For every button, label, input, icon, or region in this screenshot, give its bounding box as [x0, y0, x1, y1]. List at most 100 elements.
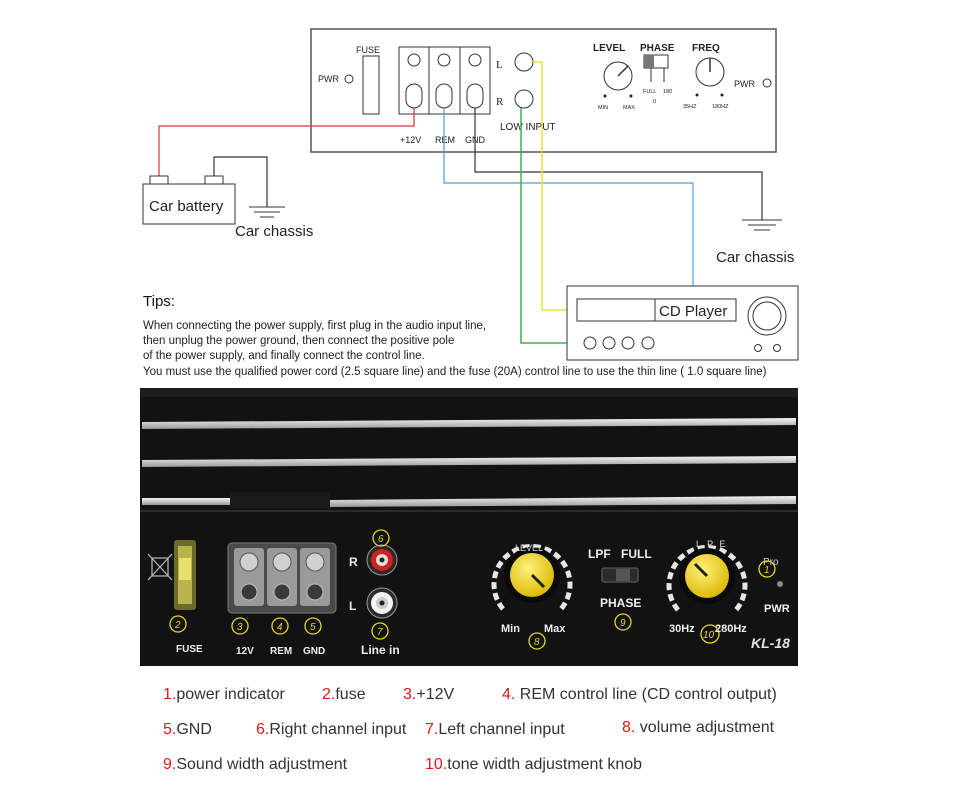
legend-text: fuse	[335, 686, 366, 703]
legend-item-4: 4. REM control line (CD control output)	[502, 686, 777, 704]
legend-text: REM control line (CD control output)	[515, 686, 777, 703]
power-wire	[158, 108, 415, 183]
heatsink-fin	[142, 498, 230, 505]
amp-r-label: R	[496, 96, 504, 108]
legend-number: 1.	[163, 686, 177, 703]
tips-line: of the power supply, and finally connect…	[143, 350, 425, 362]
callout-marker-2: 2	[169, 615, 187, 633]
legend-text: +12V	[416, 686, 455, 703]
heatsink-fin	[142, 456, 796, 467]
callout-marker-5: 5	[304, 617, 322, 635]
cd-small-button-icon	[754, 344, 762, 352]
amp-180-label: 180	[663, 89, 672, 95]
amp-35hz-label: 35HZ	[683, 104, 697, 110]
amp-pwr-right-label: PWR	[734, 79, 755, 89]
level-knob-icon	[603, 61, 633, 91]
legend-item-1: 1.power indicator	[163, 686, 285, 704]
legend-number: 7.	[425, 721, 439, 738]
battery-terminal-icon	[204, 175, 224, 185]
svg-text:3: 3	[237, 622, 243, 633]
legend-item-8: 8. volume adjustment	[622, 719, 774, 737]
legend-item-5: 5.GND	[163, 721, 212, 739]
panel-model-label: KL-18	[751, 635, 790, 651]
battery-terminal-icon	[149, 175, 169, 185]
tips-line: You must use the qualified power cord (2…	[143, 366, 767, 378]
panel-lpf-label: LPF	[588, 547, 611, 561]
left-signal-wire	[533, 61, 568, 311]
amp-pwr-left-label: PWR	[318, 74, 339, 84]
panel-lpe-label: L P E	[696, 539, 728, 549]
legend-item-7: 7.Left channel input	[425, 721, 565, 739]
power-led-icon	[777, 581, 783, 587]
legend-item-2: 2.fuse	[322, 686, 366, 704]
panel-gnd-label: GND	[303, 646, 325, 657]
car-chassis-right-label: Car chassis	[716, 249, 794, 266]
amp-180hz-label: 180HZ	[712, 104, 729, 110]
panel-max-label: Max	[544, 623, 566, 635]
heatsink-fin	[330, 496, 796, 507]
callout-marker-9: 9	[614, 613, 632, 631]
cd-player-label: CD Player	[659, 303, 727, 320]
svg-text:6: 6	[378, 534, 384, 545]
panel-pwr-label: PWR	[764, 603, 790, 615]
amp-max-label: MAX	[623, 105, 635, 111]
panel-r-label: R	[349, 555, 358, 569]
panel-12v-label: 12V	[236, 646, 254, 657]
wiring-diagram: PWR FUSE +12V REM GND L R LOW INPUT LEVE…	[142, 28, 799, 361]
panel-fuse-label: FUSE	[176, 644, 203, 655]
freq-knob-icon	[666, 544, 748, 612]
ground-symbol-icon	[249, 206, 285, 218]
cd-button-icon	[602, 336, 616, 350]
amp-level-label: LEVEL	[593, 43, 625, 54]
panel-280hz-label: 280Hz	[715, 623, 747, 635]
terminal-screw-icon	[407, 53, 421, 67]
cd-small-button-icon	[773, 344, 781, 352]
pwr-led-icon	[344, 74, 354, 84]
amp-0-label: 0	[653, 99, 656, 105]
amp-min-label: MIN	[598, 105, 608, 111]
amplifier-panel: R L LEVEL Min Max LPF FULL PHASE L P E 3…	[140, 388, 798, 666]
legend-number: 6.	[256, 721, 270, 738]
rca-left-jack-icon	[366, 587, 398, 619]
right-signal-wire	[520, 108, 568, 344]
amp-l-label: L	[496, 59, 503, 71]
legend-number: 9.	[163, 756, 177, 773]
amp-low-input-label: LOW INPUT	[500, 122, 556, 133]
amp-rem-label: REM	[435, 135, 455, 145]
callout-marker-10: 10	[700, 624, 720, 644]
amplifier-box	[310, 28, 777, 153]
weee-bin-icon	[147, 553, 173, 581]
cd-volume-knob-icon	[747, 296, 787, 336]
svg-text:4: 4	[277, 622, 283, 633]
legend-text: power indicator	[176, 686, 285, 703]
svg-text:1: 1	[764, 565, 770, 576]
legend-text: GND	[176, 721, 212, 738]
tips-line: then unplug the power ground, then conne…	[143, 335, 455, 347]
callout-marker-8: 8	[528, 632, 546, 650]
amp-fuse-label: FUSE	[356, 45, 380, 55]
svg-text:2: 2	[174, 620, 181, 631]
tips-title: Tips:	[143, 293, 175, 310]
cd-button-icon	[583, 336, 597, 350]
car-battery-icon	[142, 183, 236, 225]
rca-right-jack-icon	[366, 544, 398, 576]
cd-button-icon	[641, 336, 655, 350]
legend-number: 10.	[425, 756, 448, 773]
rca-right-jack-icon	[514, 89, 534, 109]
legend-number: 5.	[163, 721, 177, 738]
legend-item-3: 3.+12V	[403, 686, 454, 704]
panel-line-in-label: Line in	[361, 643, 400, 657]
legend-item-10: 10.tone width adjustment knob	[425, 756, 642, 774]
amp-12v-label: +12V	[400, 135, 421, 145]
legend-item-6: 6.Right channel input	[256, 721, 406, 739]
svg-text:10: 10	[703, 630, 715, 641]
panel-min-label: Min	[501, 623, 520, 635]
ground-symbol-icon	[742, 219, 782, 231]
callout-marker-4: 4	[271, 617, 289, 635]
phase-switch-icon	[601, 567, 639, 583]
panel-rem-label: REM	[270, 646, 292, 657]
legend-number: 4.	[502, 686, 516, 703]
level-knob-icon	[491, 543, 573, 611]
amp-freq-label: FREQ	[692, 43, 720, 54]
panel-phase-label: PHASE	[600, 596, 641, 610]
